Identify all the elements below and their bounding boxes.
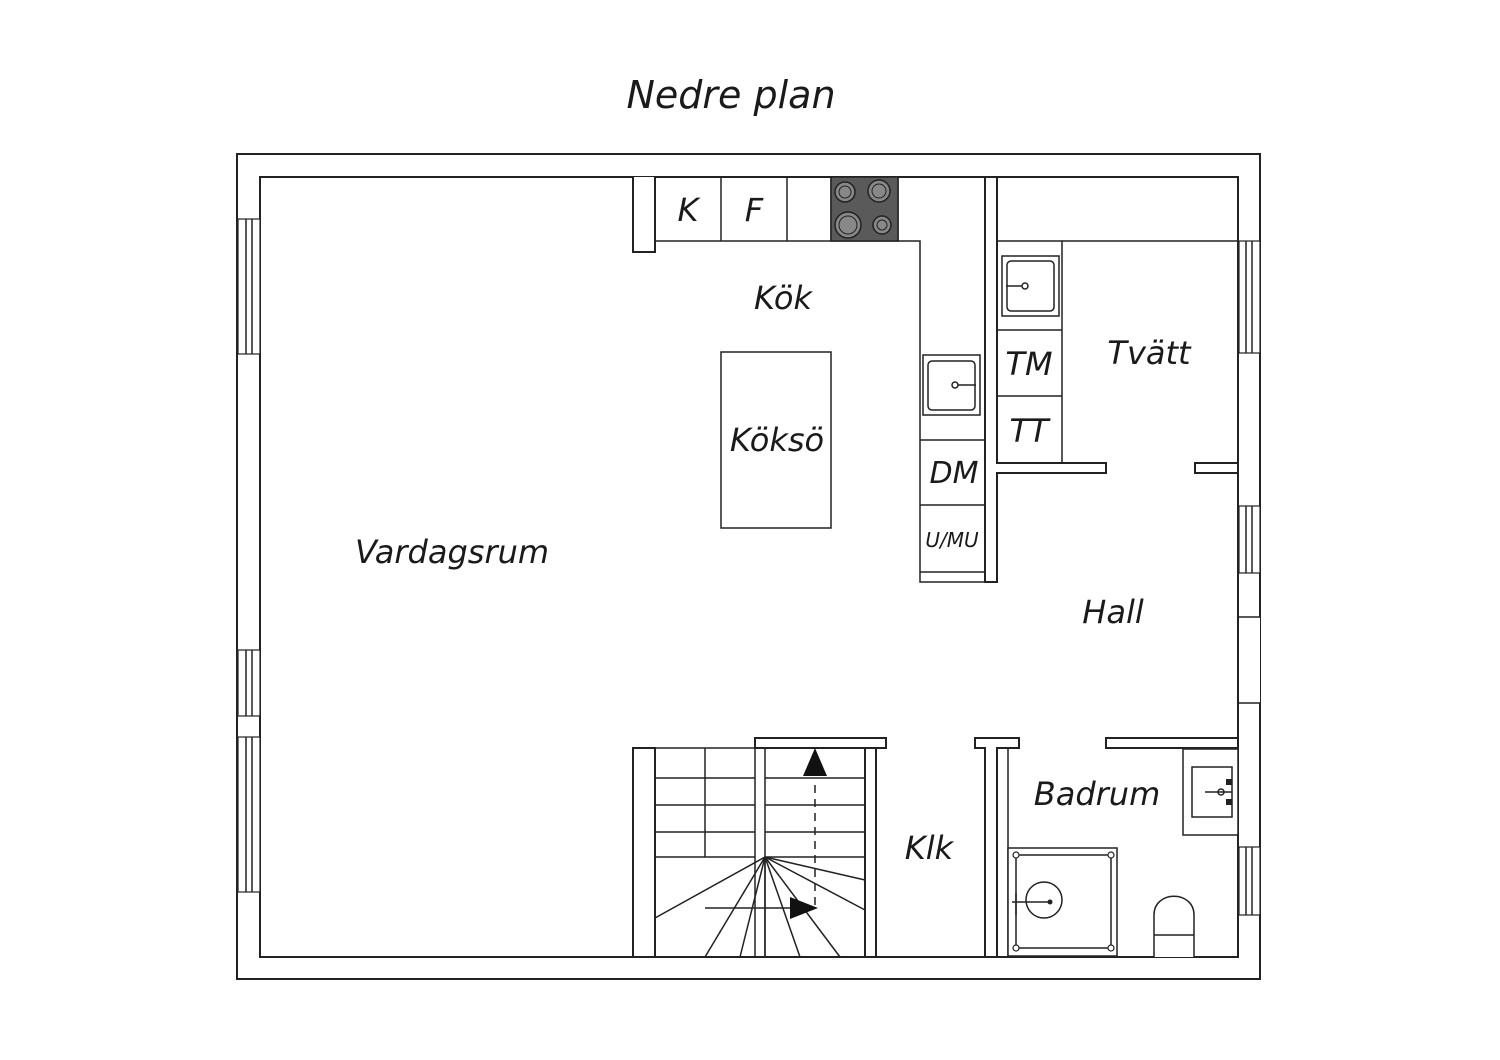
bathroom-wall xyxy=(1105,737,1239,749)
windows xyxy=(237,218,1261,916)
kitchen-sink-icon xyxy=(922,354,981,416)
stair-arrow-icon xyxy=(803,748,827,776)
bathroom-sink-icon xyxy=(1182,748,1239,836)
room-label-island: Köksö xyxy=(730,421,824,459)
freezer-label: K xyxy=(678,191,702,229)
room-label-bathroom: Badrum xyxy=(1034,775,1160,813)
plan-title: Nedre plan xyxy=(626,73,835,117)
interior-wall-kitchen xyxy=(984,176,1107,583)
room-label-hall: Hall xyxy=(1082,593,1144,631)
room-label-living: Vardagsrum xyxy=(355,533,549,571)
dishwasher-label: DM xyxy=(930,456,979,491)
stair-wall xyxy=(632,747,656,958)
closet-wall xyxy=(974,737,1020,958)
kitchen-island xyxy=(720,351,832,529)
stove-icon xyxy=(830,176,899,242)
kitchen-counter-right xyxy=(898,240,985,583)
room-label-closet: Klk xyxy=(905,829,955,867)
washer-label: TM xyxy=(1005,345,1052,383)
laundry-sink-icon xyxy=(1001,255,1060,317)
oven-label: U/MU xyxy=(925,528,979,552)
fridge-label: F xyxy=(745,191,764,229)
staircase xyxy=(654,747,866,958)
room-label-laundry: Tvätt xyxy=(1107,334,1192,372)
stair-arrow-icon-lower xyxy=(790,897,818,919)
dryer-label: TT xyxy=(1009,412,1051,450)
toilet-icon xyxy=(1153,895,1195,957)
kitchen-wall xyxy=(632,177,656,253)
interior-wall-laundry xyxy=(1194,462,1239,474)
laundry-counter xyxy=(997,240,1238,463)
room-label-kitchen: Kök xyxy=(754,279,813,317)
shower-icon xyxy=(1007,847,1118,957)
